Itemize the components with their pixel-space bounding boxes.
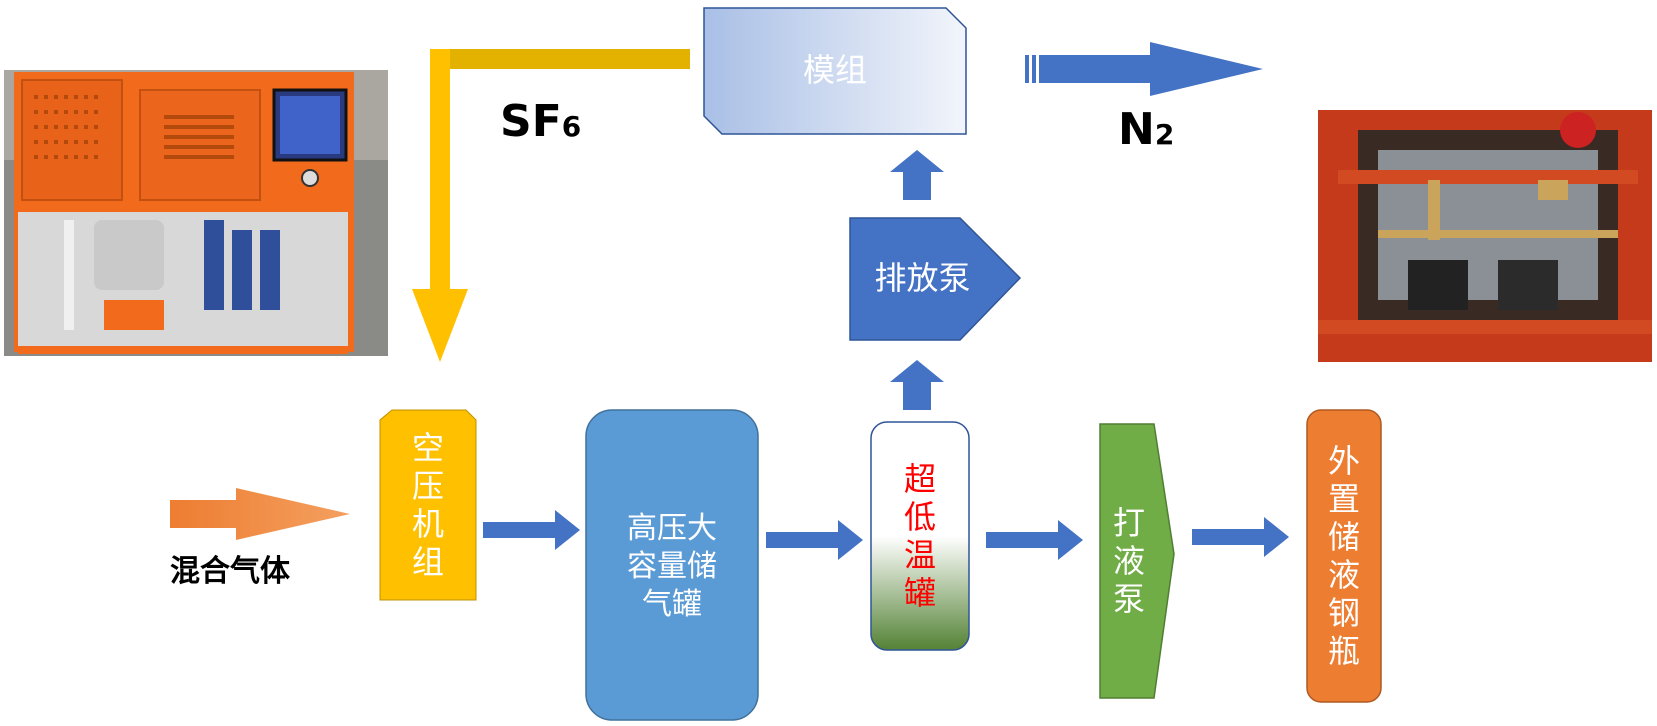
input-gas-label: 混合气体 [170,554,290,589]
label-char: 打 [1112,504,1145,542]
storage-tank-node [585,409,759,721]
arrow-liquid-pump-to-cylinder [1192,517,1289,557]
input-flow-arrow [170,488,350,540]
label-char: 温 [903,536,936,574]
sf6-main-text: SF [500,96,562,147]
discharge-pump-label: 排放泵 [874,259,971,297]
label-char: 储 [1327,518,1360,556]
label-char: 超 [903,460,936,498]
discharge-pump-node [849,217,1022,341]
n2-label: N2 [1118,104,1174,161]
label-char: 液 [1327,556,1360,594]
label-char: 低 [903,498,936,536]
compressor-unit-node [379,409,477,601]
label-char: 罐 [903,574,936,612]
equipment-interior-piping-photo [1318,110,1652,362]
label-char: 液 [1112,542,1145,580]
external-cylinder-label: 外置储液钢瓶 [1307,410,1381,702]
up-arrow-to-module [890,150,944,200]
label-line: 高压大 [627,511,717,546]
label-char: 瓶 [1327,632,1360,670]
label-char: 组 [411,543,444,581]
storage-tank-text: 高压大容量储气罐 [586,510,758,624]
n2-main-text: N [1118,104,1155,155]
sf6-flow-arrow [412,49,690,362]
n2-subscript: 2 [1154,118,1175,151]
label-char: 空 [411,429,444,467]
label-char: 钢 [1327,594,1360,632]
label-char: 泵 [1112,580,1145,618]
orange-equipment-cabinet-photo [4,70,388,356]
n2-flow-arrow [1025,42,1263,96]
arrow-storage-to-cryogenic [766,520,863,560]
liquid-pump-label: 打液泵 [1100,424,1158,698]
label-char: 置 [1327,480,1360,518]
label-char: 外 [1327,442,1360,480]
module-node [703,7,967,135]
arrow-cryogenic-to-liquid-pump [986,520,1083,560]
label-line: 容量储 [627,549,717,584]
sf6-subscript: 6 [561,110,582,143]
cryogenic-tank-label: 超低温罐 [871,422,969,650]
up-arrow-to-pump [890,360,944,410]
compressor-unit-label: 空压机组 [380,410,476,600]
label-line: 气罐 [642,587,702,622]
module-label: 模组 [802,51,867,89]
storage-tank-label: 高压大容量储气罐 [586,510,758,624]
external-cylinder-node [1306,409,1382,703]
label-char: 机 [411,505,444,543]
arrow-compressor-to-storage [483,510,580,550]
liquid-pump-node [1099,423,1175,699]
sf6-label: SF6 [500,96,581,153]
cryogenic-tank-node [870,421,970,651]
label-char: 压 [411,467,444,505]
